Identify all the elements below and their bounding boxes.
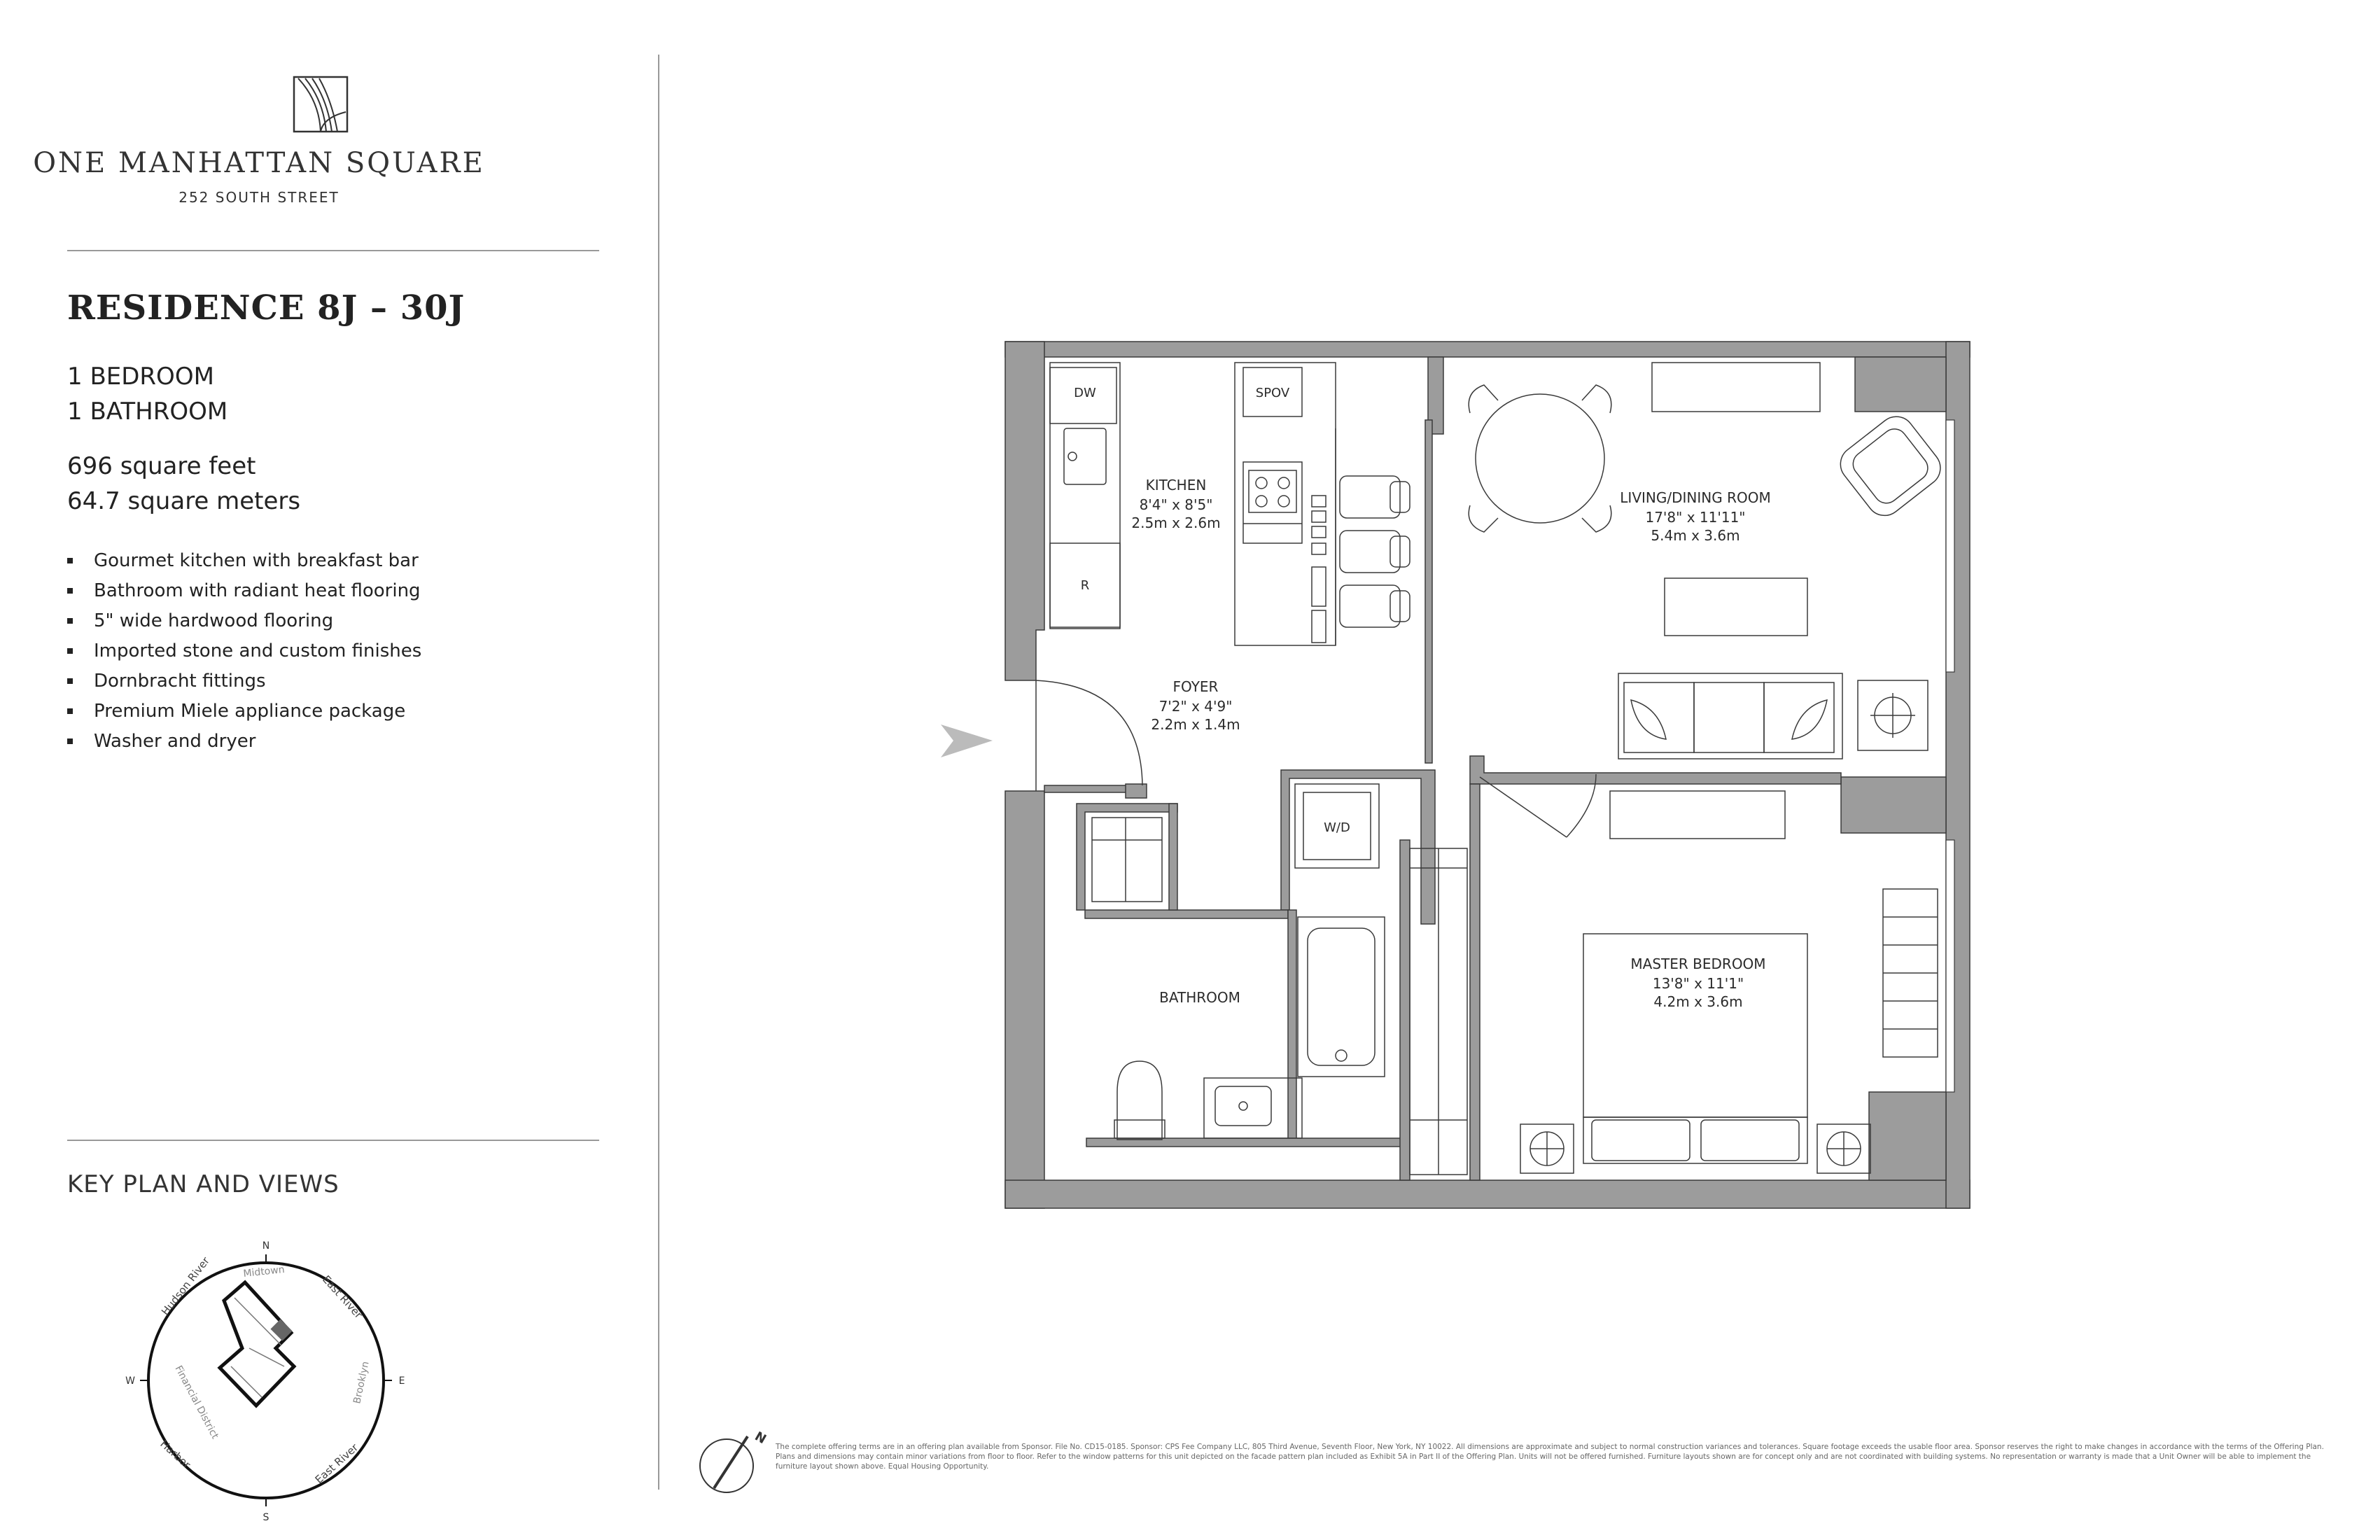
compass-n: N (262, 1240, 270, 1252)
feature-item: Bathroom with radiant heat flooring (67, 576, 421, 606)
room-foyer-name: FOYER (1173, 678, 1219, 695)
hall-closet (1409, 848, 1468, 1175)
coffee-table (1664, 578, 1808, 636)
room-living-name: LIVING/DINING ROOM (1620, 489, 1770, 506)
north-label: N (752, 1429, 769, 1447)
building-footprint (217, 1280, 297, 1408)
feature-item: Dornbracht fittings (67, 666, 421, 696)
area-square-meters: 64.7 square meters (67, 487, 301, 515)
compass-e: E (399, 1376, 405, 1387)
room-kitchen-name: KITCHEN (1146, 477, 1207, 493)
room-foyer-m: 2.2m x 1.4m (1151, 716, 1240, 733)
room-kitchen: KITCHEN 8'4" x 8'5" 2.5m x 2.6m (1131, 477, 1220, 531)
compass-s: S (263, 1512, 270, 1523)
exterior-walls (1004, 341, 1970, 1209)
room-foyer-ft: 7'2" x 4'9" (1159, 698, 1233, 715)
feature-list: Gourmet kitchen with breakfast bar Bathr… (67, 546, 421, 757)
key-plan-title: KEY PLAN AND VIEWS (67, 1170, 340, 1198)
label-refrigerator: R (1081, 578, 1090, 593)
feature-item: 5" wide hardwood flooring (67, 606, 421, 636)
toilet-icon (1114, 1060, 1166, 1140)
label-dishwasher: DW (1074, 386, 1096, 400)
bedroom-count: 1 BEDROOM (67, 363, 214, 391)
feature-item: Imported stone and custom finishes (67, 636, 421, 666)
feature-item: Washer and dryer (67, 727, 421, 757)
entry-arrow-icon (941, 724, 993, 757)
unit-location-marker (270, 1319, 293, 1341)
interior-walls (1044, 419, 1842, 1181)
room-living-m: 5.4m x 3.6m (1651, 527, 1740, 544)
dining-table (1468, 384, 1612, 533)
room-kitchen-m: 2.5m x 2.6m (1131, 514, 1220, 531)
key-plan-map: N S W E Hudson River East River Midtown … (125, 1240, 405, 1523)
vanity (1203, 1077, 1303, 1139)
brand-name: ONE MANHATTAN SQUARE (33, 147, 485, 179)
room-living: LIVING/DINING ROOM 17'8" x 11'11" 5.4m x… (1620, 489, 1770, 544)
wardrobe (1882, 888, 1938, 1058)
brand-address: 252 SOUTH STREET (178, 189, 340, 206)
coat-closet (1091, 817, 1163, 902)
bar-stools (1339, 475, 1410, 628)
floor-plan: DW SPOV R W/D KITCHEN 8'4" x 8'5" 2.5m x… (941, 341, 1970, 1209)
bathtub (1297, 916, 1385, 1077)
label-financial-district: Financial District (172, 1364, 220, 1441)
room-master-ft: 13'8" x 11'1" (1653, 975, 1744, 992)
label-east-river-bottom: East River (313, 1441, 361, 1486)
label-hudson-river: Hudson River (159, 1254, 213, 1318)
kitchen-island (1234, 362, 1336, 646)
room-bathroom: BATHROOM (1159, 989, 1240, 1006)
room-bathroom-name: BATHROOM (1159, 989, 1240, 1006)
divider-bottom (67, 1140, 599, 1141)
north-arrow-icon: N (699, 1429, 769, 1493)
kitchen-counter (1049, 362, 1121, 629)
bedroom-door-icon (1479, 774, 1597, 838)
label-harbor: Harbor (158, 1438, 193, 1471)
bathroom-count: 1 BATHROOM (67, 398, 228, 426)
label-washer-dryer: W/D (1324, 820, 1350, 835)
washer-dryer (1294, 783, 1380, 869)
area-square-feet: 696 square feet (67, 452, 256, 480)
room-master-m: 4.2m x 3.6m (1653, 993, 1742, 1010)
bed (1583, 933, 1808, 1164)
feature-item: Gourmet kitchen with breakfast bar (67, 546, 421, 576)
room-master-bedroom: MASTER BEDROOM 13'8" x 11'1" 4.2m x 3.6m (1630, 955, 1765, 1010)
label-brooklyn: Brooklyn (351, 1361, 371, 1405)
compass-w: W (125, 1376, 135, 1387)
vertical-divider (658, 55, 659, 1490)
entry-door-icon (1035, 680, 1143, 791)
nightstand-icon (1520, 1124, 1871, 1174)
feature-item: Premium Miele appliance package (67, 696, 421, 727)
room-living-ft: 17'8" x 11'11" (1645, 509, 1745, 526)
brand-logo-mark (293, 76, 349, 133)
room-foyer: FOYER 7'2" x 4'9" 2.2m x 1.4m (1151, 678, 1240, 733)
room-kitchen-ft: 8'4" x 8'5" (1140, 496, 1213, 513)
divider-top (67, 250, 599, 251)
bedroom-dresser (1609, 790, 1786, 839)
label-midtown: Midtown (243, 1264, 286, 1280)
residence-title: RESIDENCE 8J – 30J (67, 288, 465, 328)
windows (1945, 419, 1955, 1093)
label-speed-oven: SPOV (1256, 386, 1290, 400)
room-master-name: MASTER BEDROOM (1630, 955, 1765, 972)
legal-disclaimer: The complete offering terms are in an of… (776, 1443, 2324, 1471)
label-east-river-top: East River (320, 1273, 365, 1322)
armchair (1840, 416, 1941, 517)
side-table (1857, 680, 1928, 751)
sofa (1618, 673, 1843, 760)
credenza (1651, 362, 1821, 412)
